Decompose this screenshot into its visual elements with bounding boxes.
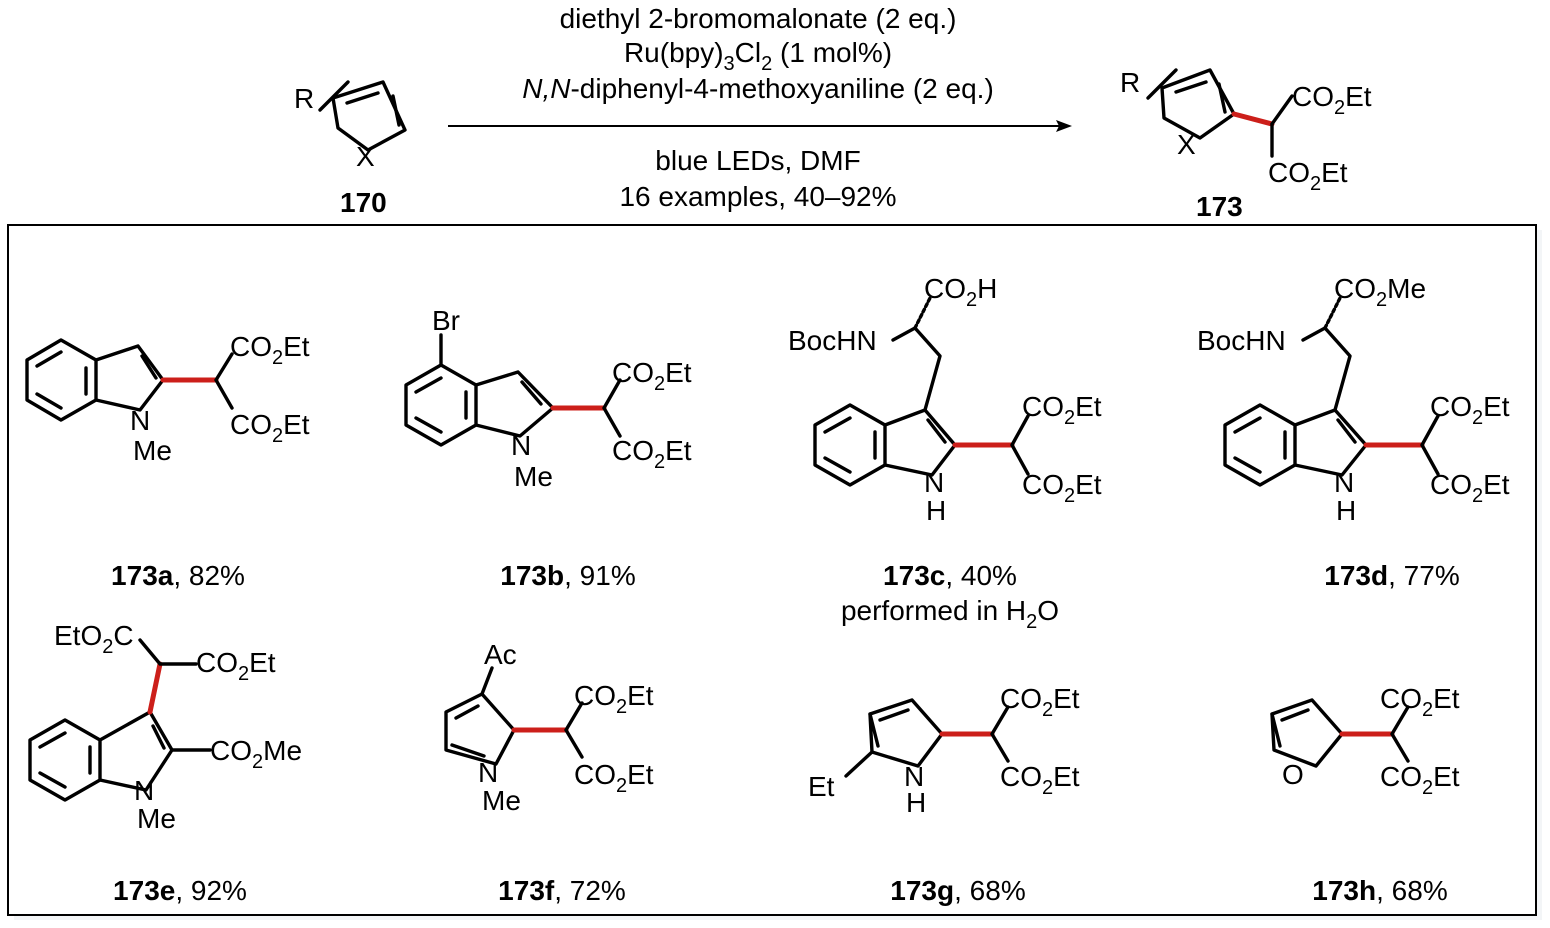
product-co2et-top: CO2Et bbox=[1292, 81, 1372, 119]
compound-173g: Et N H CO2Et CO2Et 173g, 68% bbox=[808, 683, 1080, 906]
eto2c-label: EtO2C bbox=[54, 620, 134, 658]
n-label: N bbox=[478, 757, 498, 788]
start-r-label: R bbox=[294, 83, 314, 114]
reagent-line-3: N,N-diphenyl-4-methoxyaniline (2 eq.) bbox=[522, 73, 994, 104]
new-bond bbox=[1231, 111, 1275, 127]
compound-caption: 173c, 40% bbox=[883, 560, 1017, 591]
n-label: N bbox=[904, 761, 924, 792]
co2et-label: CO2Et bbox=[1022, 469, 1102, 507]
me-label: Me bbox=[482, 785, 521, 816]
co2et-label: CO2Et bbox=[230, 331, 310, 369]
co2et-label: CO2Et bbox=[574, 680, 654, 718]
arrow-head-icon bbox=[1056, 120, 1072, 132]
start-x-label: X bbox=[356, 141, 375, 172]
product-173: R X CO2Et CO2Et 173 bbox=[1120, 67, 1372, 222]
ac-label: Ac bbox=[484, 639, 517, 670]
co2me-label: CO2Me bbox=[1334, 273, 1426, 311]
product-co2et-bottom: CO2Et bbox=[1268, 157, 1348, 195]
compound-note: performed in H2O bbox=[841, 595, 1059, 633]
compound-173a: N Me CO2Et CO2Et 173a, 82% bbox=[25, 331, 310, 591]
compound-caption: 173f, 72% bbox=[498, 875, 626, 906]
n-label: N bbox=[130, 405, 150, 436]
compound-173e: EtO2C CO2Et CO2Me N Me 173e, 92% bbox=[28, 620, 302, 906]
me-label: Me bbox=[133, 435, 172, 466]
n-label: N bbox=[924, 467, 944, 498]
compound-caption: 173a, 82% bbox=[111, 560, 245, 591]
conditions-line-1: blue LEDs, DMF bbox=[655, 145, 860, 176]
compound-173f: Ac N Me CO2Et CO2Et 173f, 72% bbox=[444, 639, 654, 906]
n-label: N bbox=[134, 775, 154, 806]
co2et-label: CO2Et bbox=[1430, 469, 1510, 507]
co2et-label: CO2Et bbox=[1380, 683, 1460, 721]
h-label: H bbox=[1336, 495, 1356, 526]
compound-173d: CO2Me BocHN N H CO2Et CO2Et 173d, 77% bbox=[1197, 273, 1510, 591]
reagent-line-2: Ru(bpy)3Cl2 (1 mol%) bbox=[624, 37, 892, 75]
me-label: Me bbox=[514, 461, 553, 492]
co2et-label: CO2Et bbox=[612, 357, 692, 395]
start-compound-number: 170 bbox=[340, 187, 387, 218]
product-compound-number: 173 bbox=[1196, 191, 1243, 222]
n-label: N bbox=[1334, 467, 1354, 498]
start-material-170: R X 170 bbox=[294, 80, 407, 218]
co2et-label: CO2Et bbox=[1000, 761, 1080, 799]
compound-caption: 173d, 77% bbox=[1324, 560, 1459, 591]
compound-caption: 173g, 68% bbox=[890, 875, 1025, 906]
co2et-label: CO2Et bbox=[230, 409, 310, 447]
compound-caption: 173e, 92% bbox=[113, 875, 247, 906]
conditions-line-2: 16 examples, 40–92% bbox=[619, 181, 896, 212]
co2et-label: CO2Et bbox=[574, 759, 654, 797]
product-x-label: X bbox=[1177, 129, 1196, 160]
compound-caption: 173h, 68% bbox=[1312, 875, 1447, 906]
compound-173c: CO2H BocHN N H CO2Et CO2Et 173c, 40% per… bbox=[788, 273, 1102, 633]
o-label: O bbox=[1282, 759, 1304, 790]
co2me-label: CO2Me bbox=[210, 735, 302, 773]
me-label: Me bbox=[137, 803, 176, 834]
bochn-label: BocHN bbox=[1197, 325, 1286, 356]
examples-frame bbox=[7, 224, 1537, 916]
bochn-label: BocHN bbox=[788, 325, 877, 356]
et-label: Et bbox=[808, 771, 835, 802]
co2et-label: CO2Et bbox=[1000, 683, 1080, 721]
product-r-label: R bbox=[1120, 67, 1140, 98]
reagent-line-1: diethyl 2-bromomalonate (2 eq.) bbox=[560, 3, 957, 34]
co2et-label: CO2Et bbox=[1430, 391, 1510, 429]
compound-caption: 173b, 91% bbox=[500, 560, 635, 591]
co2h-label: CO2H bbox=[924, 273, 997, 311]
br-label: Br bbox=[432, 305, 460, 336]
compound-173b: Br N Me CO2Et CO2Et 173b, 91% bbox=[404, 305, 692, 591]
co2et-label: CO2Et bbox=[1380, 761, 1460, 799]
h-label: H bbox=[926, 495, 946, 526]
h-label: H bbox=[906, 787, 926, 818]
co2et-label: CO2Et bbox=[1022, 391, 1102, 429]
compound-173h: O CO2Et CO2Et 173h, 68% bbox=[1270, 683, 1460, 906]
co2et-label: CO2Et bbox=[196, 647, 276, 685]
co2et-label: CO2Et bbox=[612, 435, 692, 473]
n-label: N bbox=[511, 430, 531, 461]
